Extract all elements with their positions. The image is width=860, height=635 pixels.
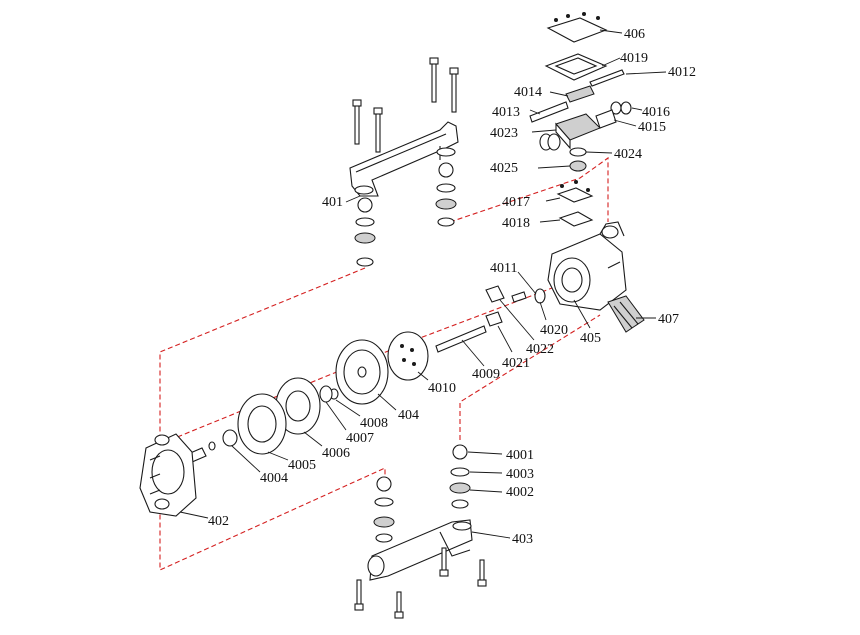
label-4007: 4007: [346, 431, 374, 446]
label-4013: 4013: [492, 105, 520, 120]
label-4022: 4022: [526, 342, 554, 357]
label-4002: 4002: [506, 485, 534, 500]
label-4016: 4016: [642, 105, 670, 120]
label-401: 401: [322, 195, 343, 210]
label-4018: 4018: [502, 216, 530, 231]
label-4019: 4019: [620, 51, 648, 66]
label-402: 402: [208, 514, 229, 529]
label-4024: 4024: [614, 147, 642, 162]
leader-lines: [179, 29, 667, 539]
label-4011: 4011: [490, 261, 517, 276]
assembly-path-left: [159, 267, 386, 571]
label-4001: 4001: [506, 448, 534, 463]
center-body-405: [547, 221, 645, 333]
label-407: 407: [658, 312, 679, 327]
fluid-chamber-402: [139, 433, 197, 517]
label-404: 404: [398, 408, 419, 423]
label-4010: 4010: [428, 381, 456, 396]
assembly-path-right: [459, 314, 601, 440]
label-4006: 4006: [322, 446, 350, 461]
label-4020: 4020: [540, 323, 568, 338]
assembly-path-top: [449, 156, 609, 223]
label-4015: 4015: [638, 120, 666, 135]
air-valve-stack: [529, 12, 632, 227]
label-4004: 4004: [260, 471, 288, 486]
label-4012: 4012: [668, 65, 696, 80]
label-403: 403: [512, 532, 533, 547]
part-labels: 406 4019 4012 4014 4013 4016 4023 4015 4…: [208, 27, 696, 547]
label-4023: 4023: [490, 126, 518, 141]
label-4021: 4021: [502, 356, 530, 371]
label-4009: 4009: [472, 367, 500, 382]
label-4003: 4003: [506, 467, 534, 482]
inlet-manifold-403: [354, 444, 487, 619]
label-406: 406: [624, 27, 645, 42]
label-405: 405: [580, 331, 601, 346]
label-4005: 4005: [288, 458, 316, 473]
shaft-assembly: [187, 285, 546, 463]
label-4008: 4008: [360, 416, 388, 431]
outlet-manifold-401: [349, 57, 459, 267]
label-4017: 4017: [502, 195, 530, 210]
label-4014: 4014: [514, 85, 542, 100]
label-4025: 4025: [490, 161, 518, 176]
